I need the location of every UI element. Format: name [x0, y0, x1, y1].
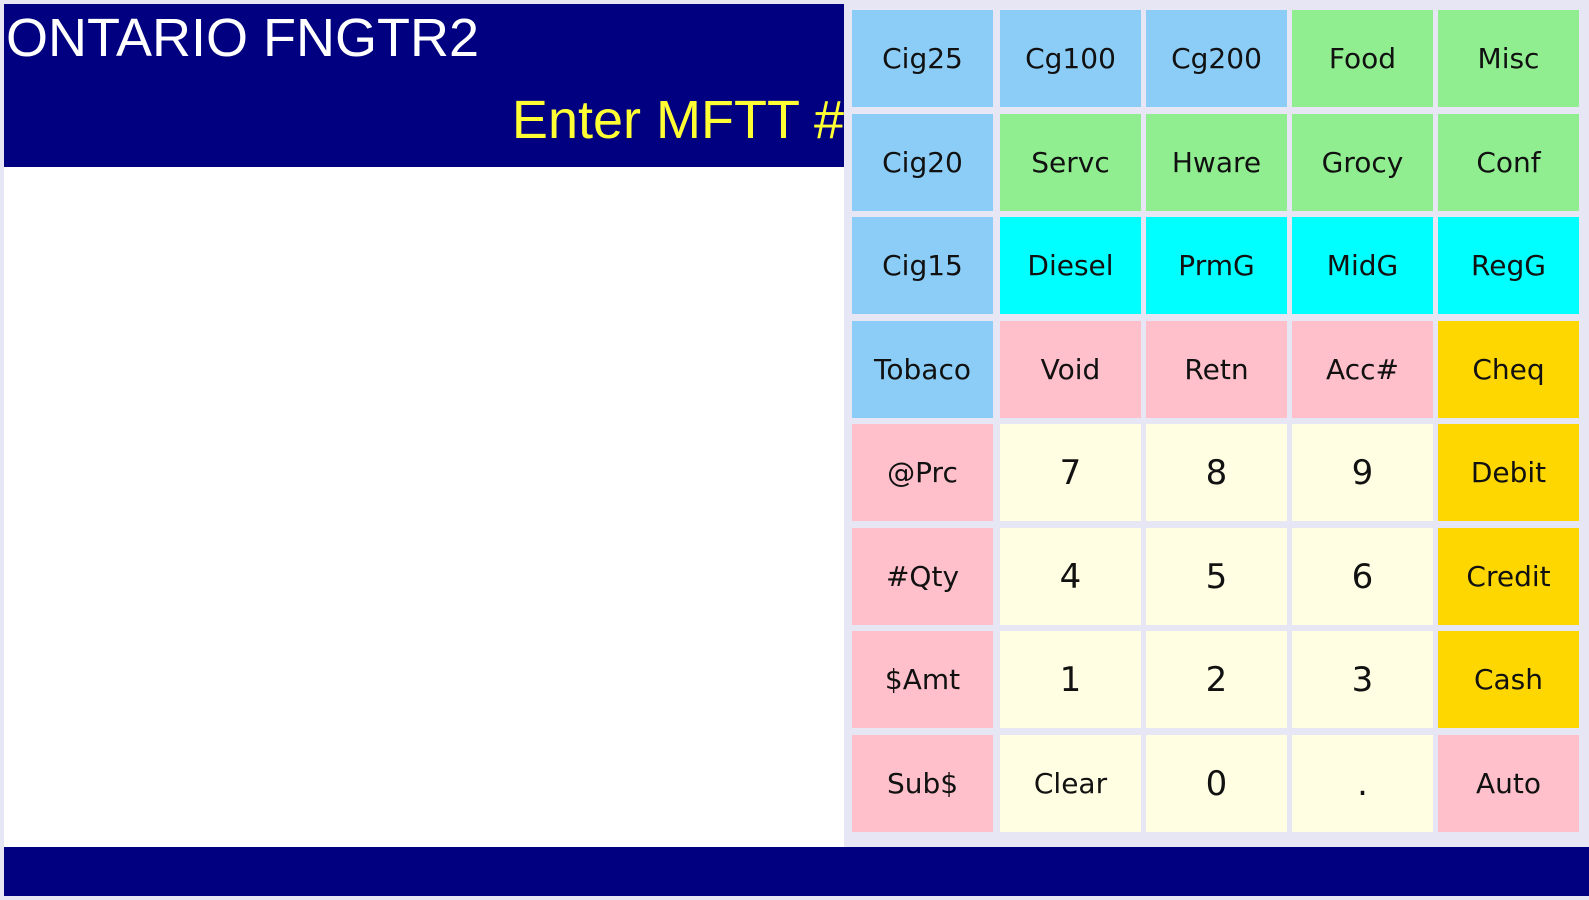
- store-name: ONTARIO FNGTR2: [6, 8, 480, 68]
- key-6[interactable]: 6: [1292, 528, 1433, 625]
- key-food[interactable]: Food: [1292, 10, 1433, 107]
- key-midg[interactable]: MidG: [1292, 217, 1433, 314]
- key-hware[interactable]: Hware: [1146, 114, 1287, 211]
- header-bar: ONTARIO FNGTR2 Enter MFTT #: [4, 4, 844, 167]
- receipt-area: [4, 167, 844, 847]
- key-hash-qty[interactable]: #Qty: [852, 528, 993, 625]
- key-credit[interactable]: Credit: [1438, 528, 1579, 625]
- key-decimal-point[interactable]: .: [1292, 735, 1433, 832]
- key-3[interactable]: 3: [1292, 631, 1433, 728]
- key-cheq[interactable]: Cheq: [1438, 321, 1579, 418]
- key-tobaco[interactable]: Tobaco: [852, 321, 993, 418]
- key-cig25[interactable]: Cig25: [852, 10, 993, 107]
- key-cig20[interactable]: Cig20: [852, 114, 993, 211]
- key-1[interactable]: 1: [1000, 631, 1141, 728]
- key-7[interactable]: 7: [1000, 424, 1141, 521]
- key-servc[interactable]: Servc: [1000, 114, 1141, 211]
- key-2[interactable]: 2: [1146, 631, 1287, 728]
- key-grocy[interactable]: Grocy: [1292, 114, 1433, 211]
- key-4[interactable]: 4: [1000, 528, 1141, 625]
- key-subdollar[interactable]: Sub$: [852, 735, 993, 832]
- key-conf[interactable]: Conf: [1438, 114, 1579, 211]
- key-cash[interactable]: Cash: [1438, 631, 1579, 728]
- key-cig15[interactable]: Cig15: [852, 217, 993, 314]
- key-prmg[interactable]: PrmG: [1146, 217, 1287, 314]
- key-0[interactable]: 0: [1146, 735, 1287, 832]
- key-auto[interactable]: Auto: [1438, 735, 1579, 832]
- key-debit[interactable]: Debit: [1438, 424, 1579, 521]
- key-5[interactable]: 5: [1146, 528, 1287, 625]
- key-9[interactable]: 9: [1292, 424, 1433, 521]
- key-8[interactable]: 8: [1146, 424, 1287, 521]
- key-misc[interactable]: Misc: [1438, 10, 1579, 107]
- key-acchash[interactable]: Acc#: [1292, 321, 1433, 418]
- input-prompt: Enter MFTT #: [511, 90, 844, 150]
- key-dollar-amt[interactable]: $Amt: [852, 631, 993, 728]
- key-clear[interactable]: Clear: [1000, 735, 1141, 832]
- footer-status-bar: [4, 847, 1589, 896]
- key-cg200[interactable]: Cg200: [1146, 10, 1287, 107]
- key-diesel[interactable]: Diesel: [1000, 217, 1141, 314]
- key-void[interactable]: Void: [1000, 321, 1141, 418]
- key-regg[interactable]: RegG: [1438, 217, 1579, 314]
- key-at-prc[interactable]: @Prc: [852, 424, 993, 521]
- key-cg100[interactable]: Cg100: [1000, 10, 1141, 107]
- key-retn[interactable]: Retn: [1146, 321, 1287, 418]
